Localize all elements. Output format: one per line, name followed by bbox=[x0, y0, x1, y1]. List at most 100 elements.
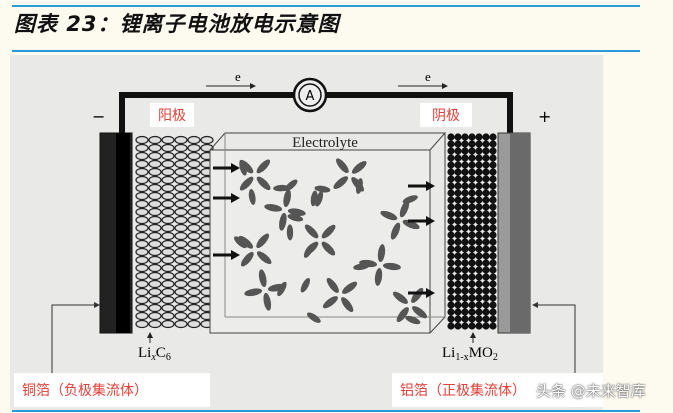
electrolyte-molecules bbox=[234, 158, 428, 325]
graphite-cell bbox=[187, 263, 201, 273]
solvent-molecule bbox=[256, 176, 271, 191]
cathode-particle bbox=[475, 259, 483, 267]
cathode-particle bbox=[461, 133, 469, 141]
graphite-cell bbox=[187, 207, 201, 217]
cathode-particle bbox=[468, 133, 476, 141]
solvent-molecule bbox=[402, 219, 420, 230]
graphite-cell bbox=[135, 271, 149, 281]
bottom-rule bbox=[12, 410, 640, 412]
cathode-particle bbox=[447, 287, 455, 295]
cathode-particle bbox=[475, 231, 483, 239]
cathode-particle bbox=[461, 161, 469, 169]
cathode-collector-leader bbox=[532, 302, 576, 373]
cathode-particle bbox=[489, 203, 497, 211]
cathode-particle bbox=[482, 154, 490, 162]
graphite-cell bbox=[148, 199, 162, 209]
cathode-particle bbox=[447, 154, 455, 162]
cathode-particle bbox=[454, 147, 462, 155]
graphite-cell bbox=[187, 231, 201, 241]
cathode-particle bbox=[461, 224, 469, 232]
graphite-cell bbox=[174, 255, 188, 265]
graphite-cell bbox=[135, 183, 149, 193]
graphite-cell bbox=[148, 231, 162, 241]
cathode-particle bbox=[482, 189, 490, 197]
graphite-cell bbox=[148, 183, 162, 193]
cathode-particle bbox=[489, 147, 497, 155]
graphite-cell bbox=[161, 151, 175, 161]
cathode-particle bbox=[475, 133, 483, 141]
cathode-particle bbox=[461, 294, 469, 302]
cathode-particle bbox=[482, 252, 490, 260]
cathode-particle bbox=[461, 196, 469, 204]
cathode-particle bbox=[489, 217, 497, 225]
cathode-particle bbox=[461, 175, 469, 183]
graphite-cell bbox=[174, 279, 188, 289]
cathode-particle bbox=[468, 315, 476, 323]
cathode-particle bbox=[447, 140, 455, 148]
graphite-cell bbox=[135, 279, 149, 289]
li-ion-arrowhead bbox=[231, 250, 240, 260]
graphite-cell bbox=[135, 215, 149, 225]
graphite-cell bbox=[148, 271, 162, 281]
cathode-particle bbox=[447, 224, 455, 232]
cathode-particle bbox=[475, 196, 483, 204]
graphite-cell bbox=[161, 199, 175, 209]
cathode-particle bbox=[461, 266, 469, 274]
cathode-particle bbox=[454, 168, 462, 176]
solvent-molecule bbox=[258, 269, 267, 288]
cathode-particle bbox=[461, 245, 469, 253]
graphite-cell bbox=[174, 239, 188, 249]
solvent-molecule bbox=[321, 241, 336, 256]
graphite-cell bbox=[148, 143, 162, 153]
cathode-particle bbox=[475, 287, 483, 295]
solvent-molecule bbox=[382, 262, 401, 271]
graphite-cell bbox=[161, 191, 175, 201]
graphite-cell bbox=[161, 167, 175, 177]
solvent-molecule bbox=[304, 224, 319, 239]
solvent-molecule bbox=[263, 292, 272, 311]
graphite-cell bbox=[174, 311, 188, 321]
cathode-collector-label: 铝箔（正极集流体） bbox=[392, 373, 603, 407]
cathode-particle bbox=[461, 217, 469, 225]
cathode-particle bbox=[482, 217, 490, 225]
anode-pointer-arrow bbox=[147, 332, 153, 343]
cathode-particle bbox=[454, 308, 462, 316]
solvent-molecule bbox=[374, 267, 383, 286]
solvent-molecule bbox=[238, 235, 254, 249]
graphite-cell bbox=[148, 239, 162, 249]
cathode-particle bbox=[489, 280, 497, 288]
solvent-molecule bbox=[314, 185, 331, 193]
cathode-particle bbox=[475, 147, 483, 155]
graphite-cell bbox=[148, 255, 162, 265]
cathode-particle bbox=[482, 266, 490, 274]
solvent-molecule bbox=[315, 191, 324, 207]
cathode-particle bbox=[447, 231, 455, 239]
cathode-particle bbox=[482, 273, 490, 281]
cathode-particle bbox=[454, 189, 462, 197]
graphite-cell bbox=[174, 143, 188, 153]
solvent-molecule bbox=[412, 306, 428, 319]
battery-diagram: A e e − + Electrolyte LixC6 Li1-xMO2 阳极 … bbox=[10, 55, 603, 410]
cathode-particle bbox=[489, 140, 497, 148]
solvent-molecule bbox=[248, 189, 256, 205]
cathode-particle bbox=[447, 280, 455, 288]
cathode-particle bbox=[489, 266, 497, 274]
cathode-particle bbox=[454, 154, 462, 162]
cathode-particle bbox=[454, 217, 462, 225]
diagram-svg: A e e − + Electrolyte LixC6 Li1-xMO2 bbox=[51, 69, 576, 373]
cathode-particle bbox=[482, 301, 490, 309]
watermark: 头条 @未来智库 bbox=[536, 382, 646, 400]
graphite-cell bbox=[174, 159, 188, 169]
solvent-molecule bbox=[240, 251, 254, 267]
cathode-particle bbox=[482, 140, 490, 148]
cathode-particle bbox=[475, 266, 483, 274]
solvent-molecule bbox=[342, 281, 358, 294]
cathode-particle bbox=[482, 161, 490, 169]
cathode-particle bbox=[454, 196, 462, 204]
cathode-particle bbox=[475, 154, 483, 162]
cathode-particle bbox=[489, 245, 497, 253]
graphite-cell bbox=[187, 215, 201, 225]
graphite-cell bbox=[161, 135, 175, 145]
graphite-cell bbox=[174, 175, 188, 185]
cathode-particle bbox=[468, 182, 476, 190]
